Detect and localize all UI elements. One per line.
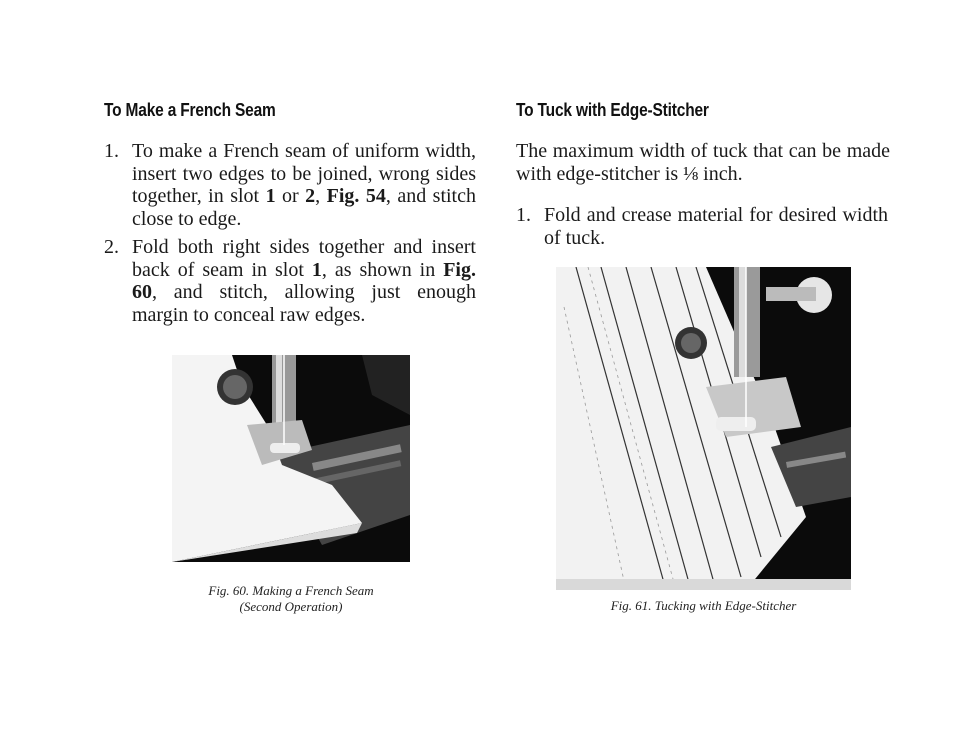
step-number: 1. xyxy=(104,140,119,162)
step-text: Fold and crease material for desired wid… xyxy=(544,204,888,249)
intro-paragraph: The maximum width of tuck that can be ma… xyxy=(516,140,890,185)
section-heading-french-seam: To Make a French Seam xyxy=(104,100,276,120)
figure-60-photo xyxy=(172,355,410,562)
step-number: 1. xyxy=(516,204,531,226)
step-number: 2. xyxy=(104,236,119,258)
french-seam-illustration xyxy=(172,355,410,562)
step-text: Fold both right sides together and inser… xyxy=(132,236,476,326)
figure-60-caption: Fig. 60. Making a French Seam (Second Op… xyxy=(208,583,374,614)
section-heading-tuck: To Tuck with Edge-Stitcher xyxy=(516,100,709,120)
figure-61-photo xyxy=(556,267,851,590)
figure-61-caption: Fig. 61. Tucking with Edge-Stitcher xyxy=(610,598,797,613)
step-text: To make a French seam of uniform width, … xyxy=(132,140,476,230)
tucks-illustration xyxy=(556,267,851,590)
